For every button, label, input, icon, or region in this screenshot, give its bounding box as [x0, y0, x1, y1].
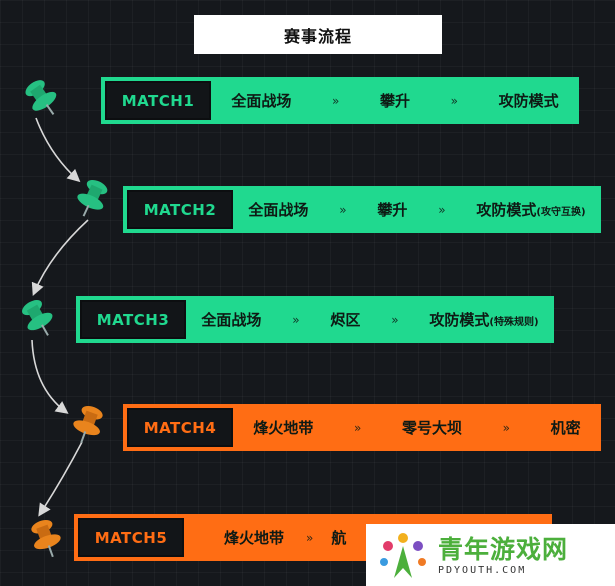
- orange-pushpin-icon: [73, 405, 103, 444]
- mode-label: 全面战场: [231, 92, 292, 110]
- people-logo-icon: [380, 533, 426, 578]
- match-tag: MATCH1: [105, 81, 211, 120]
- mode-label: 烽火地带: [224, 529, 285, 547]
- separator-icon: »: [331, 93, 340, 108]
- arrow-1-2: [35, 117, 81, 183]
- arrow-2-3: [31, 219, 89, 296]
- green-pushpin-icon: [22, 300, 53, 336]
- arrow-3-4: [31, 339, 69, 414]
- mode-note: (攻守互换): [536, 207, 586, 218]
- mode-label: 航: [331, 529, 347, 547]
- match-tag: MATCH2: [127, 190, 233, 229]
- separator-icon: »: [306, 530, 314, 545]
- mode-label: 全面战场: [248, 201, 309, 219]
- separator-icon: »: [292, 312, 300, 327]
- match-bar-2: MATCH2 全面战场 » 攀升 » 攻防模式(攻守互换): [123, 186, 601, 233]
- separator-icon: »: [391, 312, 399, 327]
- separator-icon: »: [502, 420, 510, 435]
- page-title: 赛事流程: [194, 15, 442, 54]
- separator-icon: »: [339, 202, 347, 217]
- watermark-text: 青年游戏网: [438, 534, 569, 564]
- mode-label: 全面战场: [201, 311, 262, 329]
- separator-icon: »: [353, 420, 362, 435]
- mode-label: 攻防模式: [429, 311, 490, 329]
- orange-pushpin-icon: [31, 519, 61, 558]
- green-pushpin-icon: [77, 179, 108, 217]
- match-tag: MATCH3: [80, 300, 186, 339]
- mode-label: 零号大坝: [401, 419, 462, 437]
- match-tag: MATCH5: [78, 518, 184, 557]
- arrow-4-5: [38, 441, 83, 517]
- match-bar-4: MATCH4 烽火地带 » 零号大坝 » 机密: [123, 404, 601, 451]
- mode-label: 攻防模式: [498, 92, 559, 110]
- watermark-domain: PDYOUTH.COM: [438, 564, 527, 576]
- mode-label: 机密: [550, 419, 581, 437]
- green-pushpin-icon: [25, 80, 57, 115]
- separator-icon: »: [450, 93, 458, 108]
- match-bar-1: MATCH1 全面战场 » 攀升 » 攻防模式: [101, 77, 579, 124]
- match-bar-3: MATCH3 全面战场 » 烬区 » 攻防模式(特殊规则): [76, 296, 554, 343]
- separator-icon: »: [438, 202, 446, 217]
- mode-label: 烽火地带: [253, 419, 314, 437]
- mode-note: (特殊规则): [489, 317, 539, 328]
- watermark: 青年游戏网 PDYOUTH.COM: [366, 524, 615, 586]
- match-tag: MATCH4: [127, 408, 233, 447]
- mode-label: 攀升: [377, 201, 408, 219]
- mode-label: 攀升: [379, 92, 410, 110]
- mode-label: 攻防模式: [476, 201, 537, 219]
- mode-label: 烬区: [330, 311, 361, 329]
